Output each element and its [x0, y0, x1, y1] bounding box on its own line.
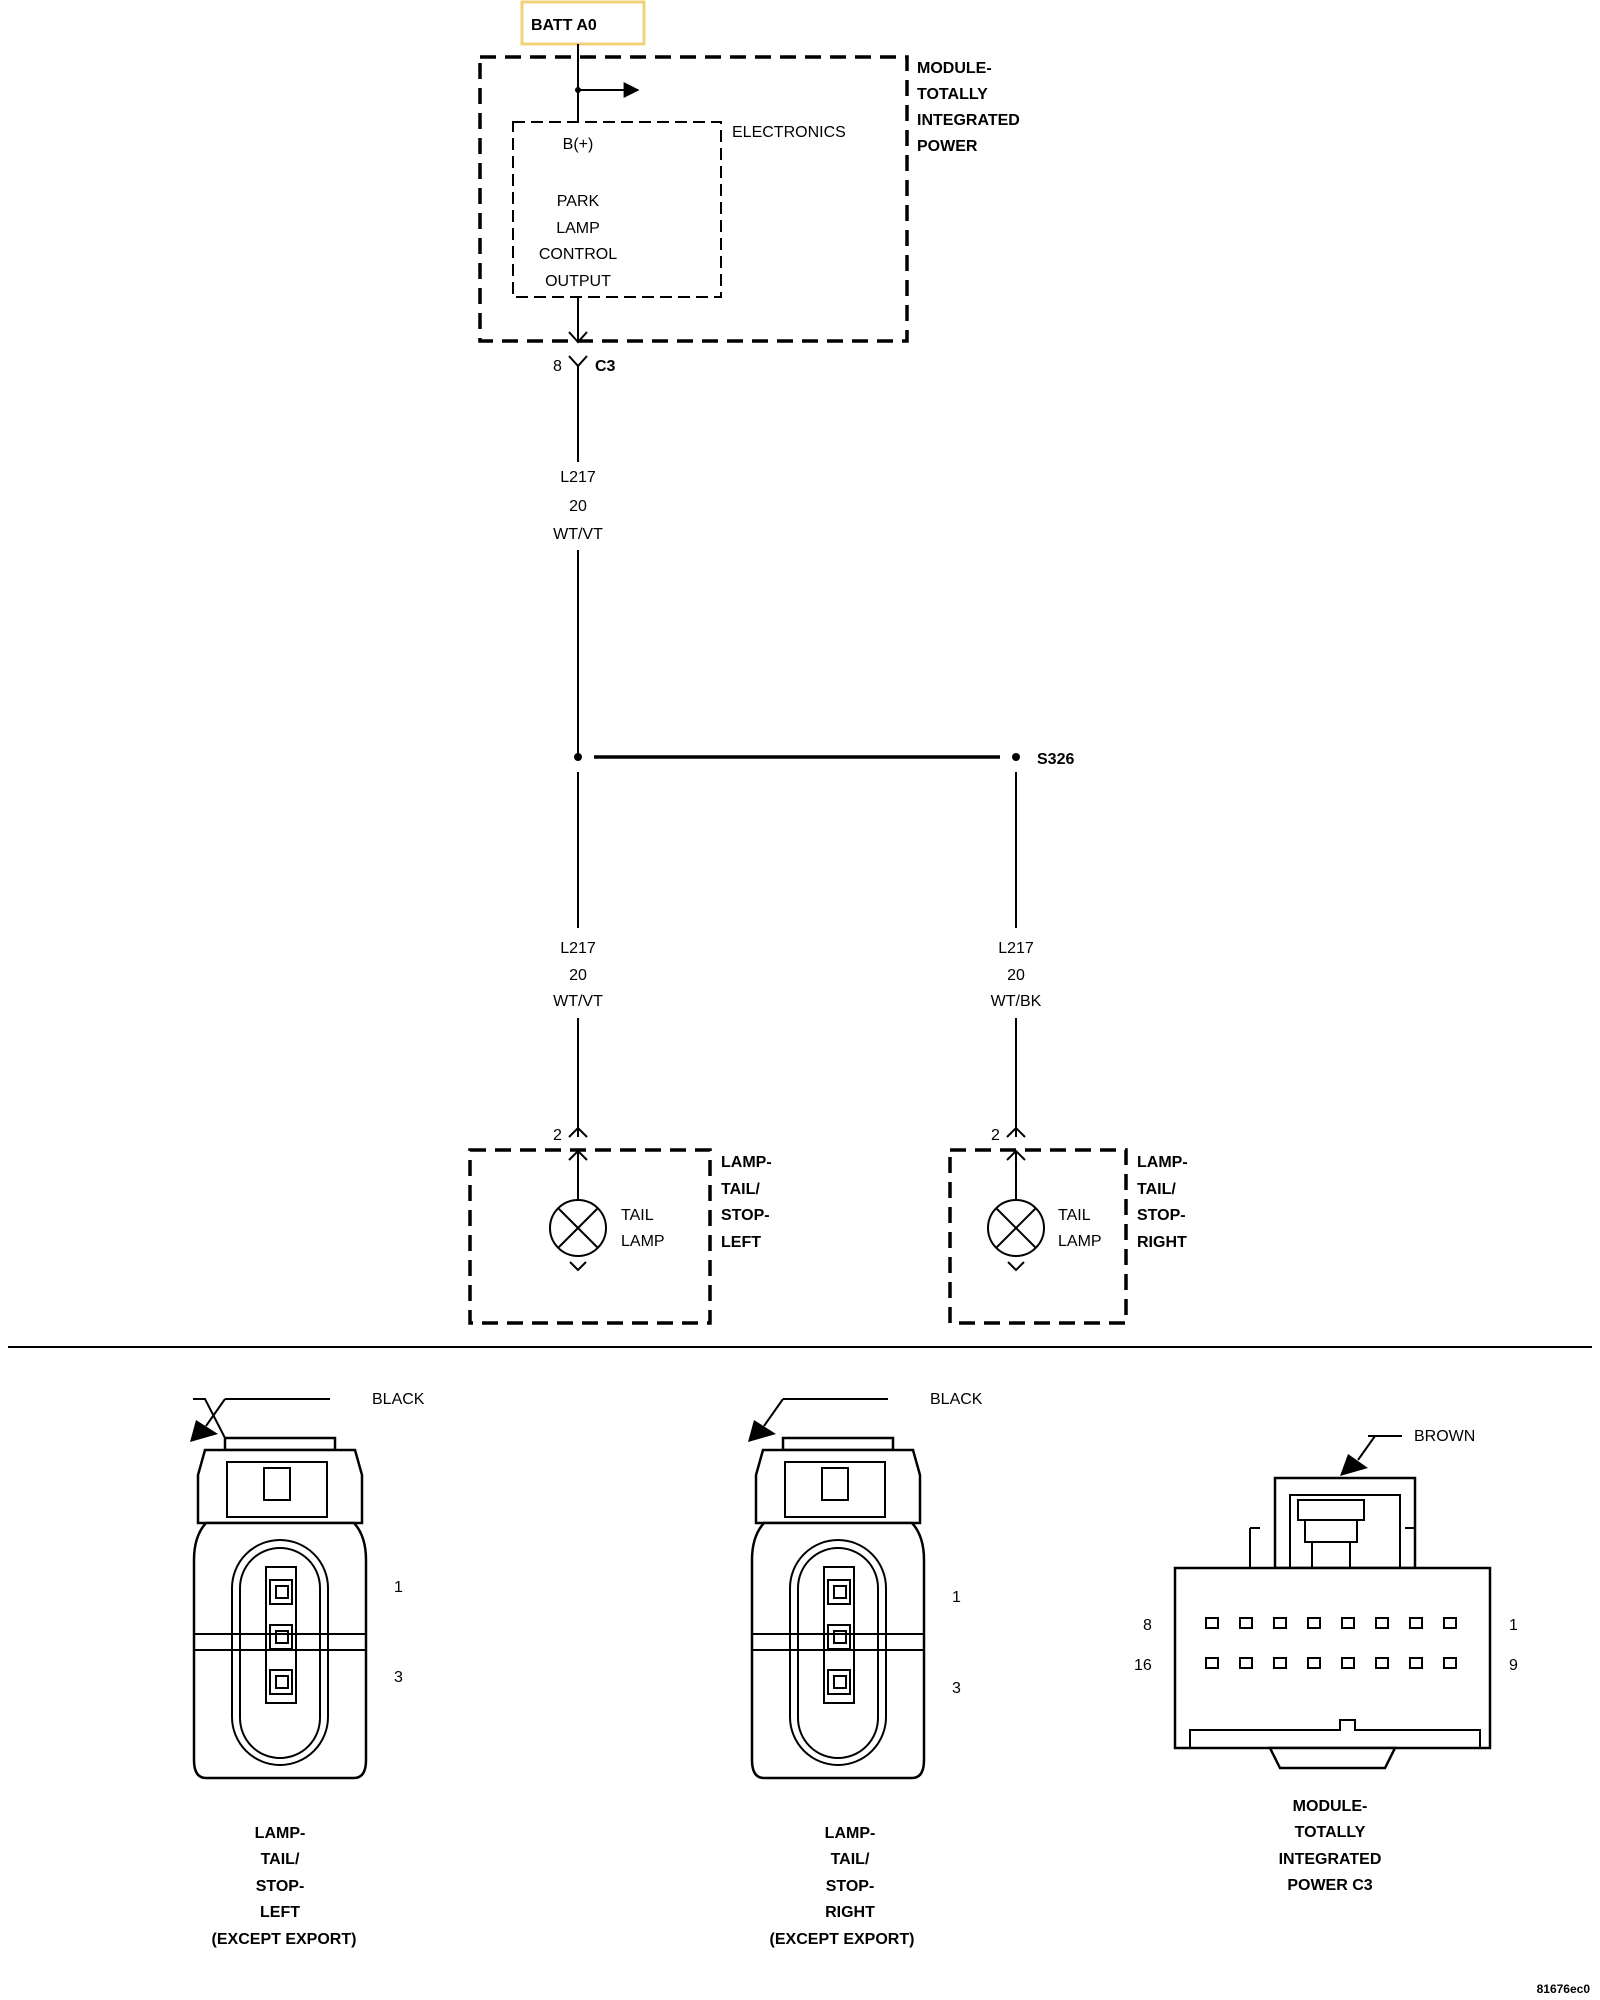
left-wire-label: L217 20 WT/VT	[553, 940, 603, 1010]
splice-label: S326	[1037, 751, 1074, 768]
connector-module-pin-bl: 16	[1134, 1657, 1152, 1674]
lamp-right-title: STOP-	[1137, 1207, 1186, 1224]
lamp-left-title: LAMP-	[721, 1154, 772, 1171]
caption-line: TAIL/	[261, 1851, 300, 1868]
connector-left-pin-bottom: 3	[394, 1669, 403, 1686]
caption-line: MODULE-	[1293, 1798, 1368, 1815]
caption-line: (EXCEPT EXPORT)	[770, 1931, 915, 1948]
caption-line: LEFT	[260, 1904, 300, 1921]
connector-module-color: BROWN	[1414, 1428, 1475, 1445]
figure-id: 81676ec0	[1537, 1982, 1591, 1996]
caption-line: STOP-	[826, 1878, 875, 1895]
lamp-bulb-icon	[987, 1199, 1045, 1257]
connector-module-pin-tl: 8	[1143, 1617, 1152, 1634]
lamp-left-inner-label: TAIL	[621, 1207, 654, 1224]
lamp-left-pin: 2	[553, 1127, 562, 1144]
connector-view-right: BLACK 1 3 LAMP- TAIL/ STOP- RIGHT (EXCEP…	[748, 1391, 983, 1948]
output-label: PARK LAMP CONTROL OUTPUT	[539, 193, 617, 290]
module-outline	[478, 55, 909, 343]
batt-label: BATT A0	[531, 17, 597, 34]
lamp-right-outline	[948, 1148, 1128, 1325]
wire-gauge: 20	[569, 967, 587, 984]
lamp-right-title: LAMP-	[1137, 1154, 1188, 1171]
module-title-line: MODULE-	[917, 60, 992, 77]
lamp-right-inner-label: TAIL	[1058, 1207, 1091, 1224]
connector-module-pin-tr: 1	[1509, 1617, 1518, 1634]
module-title: MODULE- TOTALLY INTEGRATED POWER	[917, 60, 1020, 155]
lamp-left-title: LEFT	[721, 1234, 761, 1251]
electronics-label: ELECTRONICS	[732, 124, 846, 141]
output-label-line: CONTROL	[539, 246, 617, 263]
output-label-line: LAMP	[556, 220, 600, 237]
connector-right-color: BLACK	[930, 1391, 983, 1408]
c3-female-symbol	[568, 355, 588, 368]
caption-line: LAMP-	[825, 1825, 876, 1842]
right-wire-label: L217 20 WT/BK	[991, 940, 1042, 1010]
wire-gauge: 20	[1007, 967, 1025, 984]
lamp-right-title: RIGHT	[1137, 1234, 1187, 1251]
lamp-right-ground-symbol	[1007, 1261, 1025, 1272]
caption-line: TOTALLY	[1295, 1824, 1366, 1841]
wire-color: WT/VT	[553, 526, 603, 543]
lamp-right-connector-female	[1006, 1126, 1026, 1138]
wire-color: WT/BK	[991, 993, 1042, 1010]
connector-view-module: BROWN	[1134, 1428, 1518, 1894]
wire-color: WT/VT	[553, 993, 603, 1010]
c3-pin-number: 8	[553, 358, 562, 375]
connector-right-caption: LAMP- TAIL/ STOP- RIGHT (EXCEPT EXPORT)	[770, 1825, 915, 1948]
splice-dot-right	[1012, 753, 1020, 761]
electronics-outline	[512, 121, 722, 298]
lamp-left: 2 TAIL LAMP LAMP- TAIL/ STOP- LEFT	[468, 1126, 772, 1325]
lamp-left-ground-symbol	[569, 1261, 587, 1272]
wire-circuit: L217	[560, 940, 596, 957]
splice-dot-left	[574, 753, 582, 761]
c3-connector-id: C3	[595, 358, 616, 375]
caption-line: POWER C3	[1287, 1877, 1372, 1894]
bplus-label: B(+)	[563, 136, 594, 153]
caption-line: RIGHT	[825, 1904, 875, 1921]
lamp-right-title: TAIL/	[1137, 1181, 1176, 1198]
lamp-right-pin: 2	[991, 1127, 1000, 1144]
lamp-left-outline	[468, 1148, 712, 1325]
caption-line: LAMP-	[255, 1825, 306, 1842]
output-label-line: OUTPUT	[545, 273, 611, 290]
connector-right-pin-bottom: 3	[952, 1680, 961, 1697]
caption-line: STOP-	[256, 1878, 305, 1895]
lamp-left-inner-label: LAMP	[621, 1233, 665, 1250]
connector-view-left: BLACK 1 3 LAMP- TAIL/ STOP- LEFT (EXCEPT…	[190, 1391, 425, 1948]
lamp-bulb-icon	[549, 1199, 607, 1257]
connector-left-caption: LAMP- TAIL/ STOP- LEFT (EXCEPT EXPORT)	[212, 1825, 357, 1948]
module-title-line: INTEGRATED	[917, 112, 1020, 129]
connector-left-pin-top: 1	[394, 1579, 403, 1596]
output-label-line: PARK	[557, 193, 600, 210]
lamp-left-connector-female	[568, 1126, 588, 1138]
lamp-right-inner-label: LAMP	[1058, 1233, 1102, 1250]
wire-circuit: L217	[998, 940, 1034, 957]
module-cavities-row2	[1205, 1657, 1457, 1669]
connector-left-color: BLACK	[372, 1391, 425, 1408]
connector-module-pin-br: 9	[1509, 1657, 1518, 1674]
caption-line: INTEGRATED	[1279, 1851, 1382, 1868]
lamp-left-title: TAIL/	[721, 1181, 760, 1198]
wire-circuit: L217	[560, 469, 596, 486]
batt-label-box: BATT A0	[520, 0, 646, 46]
lamp-right: 2 TAIL LAMP LAMP- TAIL/ STOP- RIGHT	[948, 1126, 1188, 1325]
wire-gauge: 20	[569, 498, 587, 515]
connector-module-caption: MODULE- TOTALLY INTEGRATED POWER C3	[1279, 1798, 1382, 1894]
c3-male-symbol	[568, 331, 588, 344]
caption-line: TAIL/	[831, 1851, 870, 1868]
caption-line: (EXCEPT EXPORT)	[212, 1931, 357, 1948]
connector-right-pin-top: 1	[952, 1589, 961, 1606]
lamp-left-title: STOP-	[721, 1207, 770, 1224]
module-title-line: POWER	[917, 138, 978, 155]
module-cavities-row1	[1205, 1617, 1457, 1629]
main-wire-label: L217 20 WT/VT	[553, 469, 603, 543]
module-title-line: TOTALLY	[917, 86, 988, 103]
